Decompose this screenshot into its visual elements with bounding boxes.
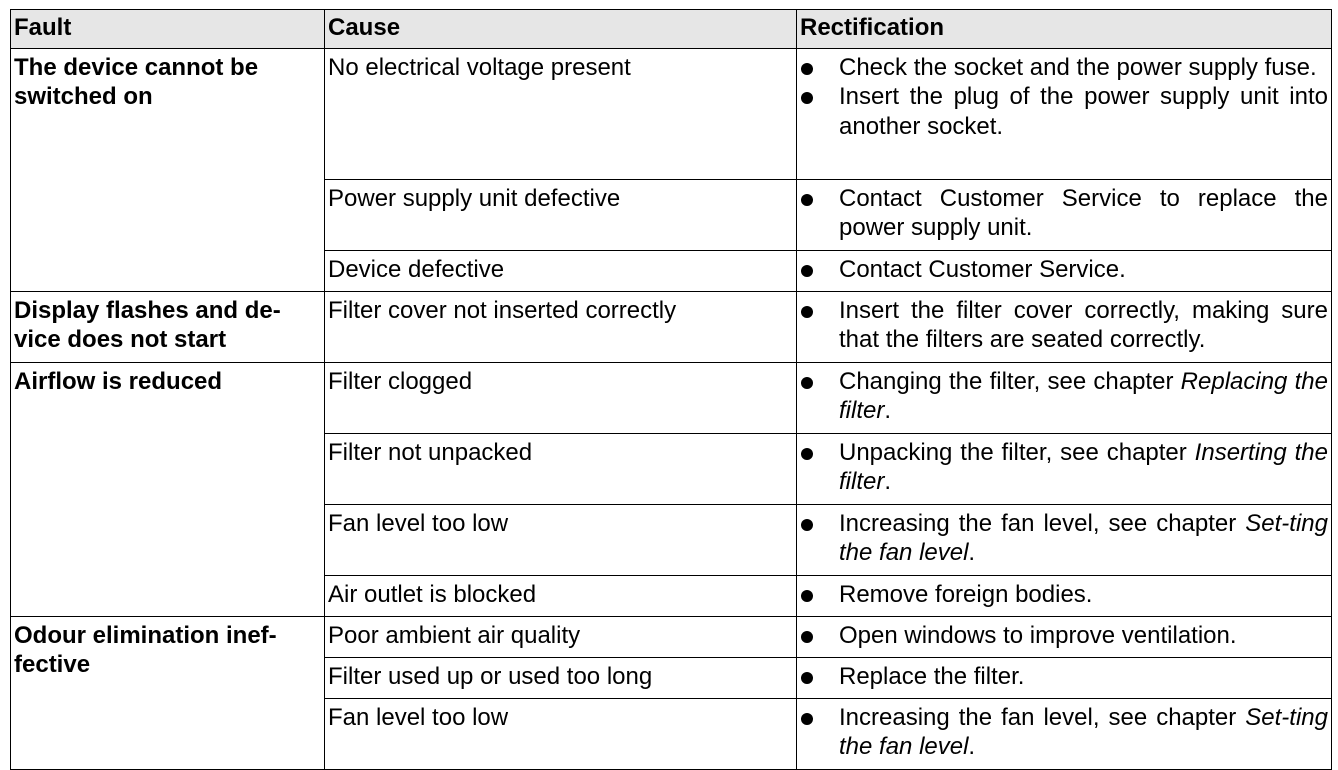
rectification-item: Check the socket and the power supply fu… xyxy=(800,53,1328,83)
chapter-reference: Set-ting the fan level xyxy=(839,509,1328,567)
rectification-item: Contact Customer Service to replace the … xyxy=(800,184,1328,243)
table-row: Odour elimination inef-fective Poor ambi… xyxy=(10,615,1332,770)
fault-cell: Airflow is reduced xyxy=(10,361,325,617)
bullet-icon xyxy=(801,671,813,684)
rectification-cell: Check the socket and the power supply fu… xyxy=(796,47,1332,180)
rectification-cell: Unpacking the filter, see chapter Insert… xyxy=(796,432,1332,505)
rectification-item: Increasing the fan level, see chapter Se… xyxy=(800,509,1328,568)
rectification-item: Increasing the fan level, see chapter Se… xyxy=(800,703,1328,762)
troubleshooting-table: Fault Cause Rectification The device can… xyxy=(10,9,1332,770)
cause-cell: Device defective xyxy=(324,249,797,292)
bullet-icon xyxy=(801,376,813,389)
rectification-item: Replace the filter. xyxy=(800,662,1328,692)
rectification-cell: Increasing the fan level, see chapter Se… xyxy=(796,697,1332,770)
rectification-item: Open windows to improve ventilation. xyxy=(800,621,1328,651)
header-fault: Fault xyxy=(10,9,325,49)
bullet-icon xyxy=(801,712,813,725)
table-row: Filter used up or used too long Replace … xyxy=(11,656,1332,699)
table-row: Airflow is reduced Filter clogged Changi… xyxy=(10,361,1332,617)
rectification-item: Changing the filter, see chapter Replaci… xyxy=(800,367,1328,426)
cause-cell: Power supply unit defective xyxy=(324,178,797,251)
bullet-icon xyxy=(801,92,813,104)
table-row: Fan level too low Increasing the fan lev… xyxy=(11,697,1332,770)
bullet-icon xyxy=(801,264,813,277)
rectification-cell: Insert the filter cover correctly, makin… xyxy=(796,290,1332,363)
chapter-reference: Set-ting the fan level xyxy=(839,703,1328,761)
chapter-reference: Inserting the filter xyxy=(839,438,1328,496)
rectification-cell: Increasing the fan level, see chapter Se… xyxy=(796,503,1332,576)
chapter-reference: Replacing the filter xyxy=(839,367,1328,425)
cause-cell: No electrical voltage present xyxy=(324,47,797,180)
table-row: Air outlet is blocked Remove foreign bod… xyxy=(11,574,1332,617)
bullet-icon xyxy=(801,447,813,460)
header-cause: Cause xyxy=(324,9,797,49)
table-row: Device defective Contact Customer Servic… xyxy=(11,249,1332,292)
rectification-item: Insert the filter cover correctly, makin… xyxy=(800,296,1328,355)
cause-cell: Filter cover not inserted correctly xyxy=(324,290,797,363)
table-row: Filter not unpacked Unpacking the filter… xyxy=(11,432,1332,505)
fault-cell: Display flashes and de-vice does not sta… xyxy=(10,290,325,363)
rectification-cell: Changing the filter, see chapter Replaci… xyxy=(796,361,1332,434)
rectification-cell: Open windows to improve ventilation. xyxy=(796,615,1332,658)
bullet-icon xyxy=(801,193,813,206)
table-row: The device cannot be switched on No elec… xyxy=(10,47,1332,292)
rectification-cell: Replace the filter. xyxy=(796,656,1332,699)
rectification-cell: Remove foreign bodies. xyxy=(796,574,1332,617)
fault-cell: Odour elimination inef-fective xyxy=(10,615,325,770)
cause-cell: Fan level too low xyxy=(324,503,797,576)
cause-cell: Filter clogged xyxy=(324,361,797,434)
cause-cell: Filter used up or used too long xyxy=(324,656,797,699)
rectification-item: Unpacking the filter, see chapter Insert… xyxy=(800,438,1328,497)
bullet-icon xyxy=(801,630,813,643)
rectification-item: Insert the plug of the power supply unit… xyxy=(800,82,1328,141)
rectification-item: Contact Customer Service. xyxy=(800,255,1328,285)
rectification-cell: Contact Customer Service to replace the … xyxy=(796,178,1332,251)
bullet-icon xyxy=(801,62,813,75)
bullet-icon xyxy=(801,518,813,531)
cause-cell: Air outlet is blocked xyxy=(324,574,797,617)
cause-cell: Fan level too low xyxy=(324,697,797,770)
fault-cell: The device cannot be switched on xyxy=(10,47,325,292)
bullet-icon xyxy=(801,305,813,318)
cause-cell: Filter not unpacked xyxy=(324,432,797,505)
rectification-item: Remove foreign bodies. xyxy=(800,580,1328,610)
table-row: Power supply unit defective Contact Cust… xyxy=(11,178,1332,251)
bullet-icon xyxy=(801,589,813,602)
table-row: Display flashes and de-vice does not sta… xyxy=(10,290,1332,363)
header-rectification: Rectification xyxy=(796,9,1332,49)
header-row: Fault Cause Rectification xyxy=(10,9,1332,49)
table-row: Fan level too low Increasing the fan lev… xyxy=(11,503,1332,576)
cause-cell: Poor ambient air quality xyxy=(324,615,797,658)
rectification-cell: Contact Customer Service. xyxy=(796,249,1332,292)
